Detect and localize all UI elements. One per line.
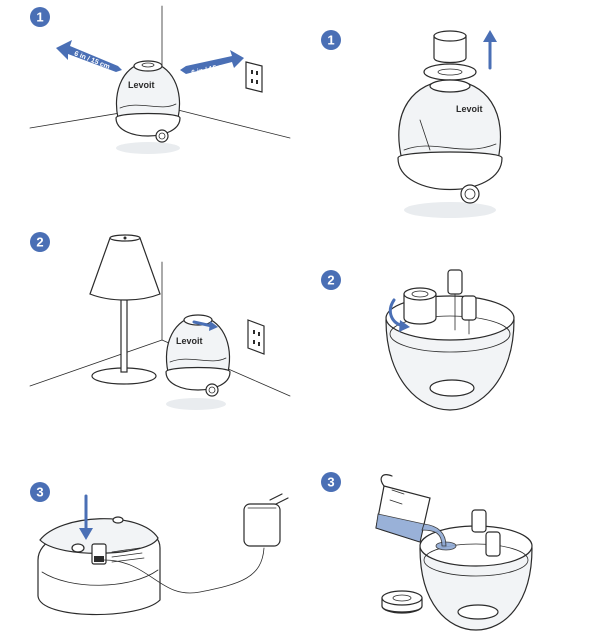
table-lamp-icon — [89, 234, 161, 385]
water-stream-icon — [421, 523, 447, 547]
step-badge-left-2: 2 — [30, 232, 50, 252]
right-step-1-panel: 1 Levoit — [321, 30, 503, 218]
cap-part-icon — [381, 590, 423, 614]
step-badge-left-2-label: 2 — [36, 235, 43, 250]
measuring-pitcher-icon — [375, 474, 431, 543]
step-badge-right-2: 2 — [321, 270, 341, 290]
brand-logo-text-2: Levoit — [176, 336, 203, 346]
left-step-1-panel: 1 Levoit 6 in / 15 cm — [29, 5, 291, 154]
step-badge-left-3: 3 — [30, 482, 50, 502]
step-badge-right-3: 3 — [321, 472, 341, 492]
humidifier-tank-icon: Levoit — [397, 79, 503, 218]
right-step-2-panel: 2 — [321, 269, 515, 411]
humidifier-unit-icon: Levoit — [115, 60, 181, 154]
up-arrow-icon — [483, 30, 497, 70]
step-badge-right-3-label: 3 — [327, 475, 334, 490]
water-cap-icon — [403, 287, 437, 325]
float-valve-icon — [447, 269, 477, 335]
room-floor-line-right — [161, 105, 291, 139]
clearance-arrow-left: 6 in / 15 cm — [56, 40, 122, 72]
step-badge-right-2-label: 2 — [327, 273, 334, 288]
humidifier-unit-icon-2: Levoit — [165, 314, 231, 410]
room-floor-line-left-2 — [29, 339, 163, 387]
left-step-2-panel: 2 Levoit — [29, 232, 291, 410]
step-badge-right-1-label: 1 — [327, 33, 334, 48]
step-badge-left-1: 1 — [30, 7, 50, 27]
brand-logo-text-3: Levoit — [456, 104, 483, 114]
left-step-3-panel: 3 — [30, 482, 289, 616]
humidifier-base-icon — [37, 516, 161, 616]
right-step-3-panel: 3 — [321, 472, 533, 631]
wall-outlet-icon-2 — [247, 319, 265, 355]
step-badge-left-3-label: 3 — [36, 485, 43, 500]
direction-arrow-right — [192, 320, 214, 328]
wall-outlet-icon — [245, 61, 263, 93]
power-adapter-icon — [103, 493, 289, 594]
open-tank-icon — [385, 269, 515, 411]
clearance-arrow-right: 6 in / 15 cm — [180, 50, 244, 77]
rotate-arrow-icon — [388, 298, 410, 332]
brand-logo-text: Levoit — [128, 80, 155, 90]
open-tank-icon-2 — [419, 509, 533, 631]
step-badge-right-1: 1 — [321, 30, 341, 50]
down-arrow-icon — [79, 494, 93, 540]
mist-nozzle-icon — [423, 30, 477, 81]
step-badge-left-1-label: 1 — [36, 10, 43, 25]
